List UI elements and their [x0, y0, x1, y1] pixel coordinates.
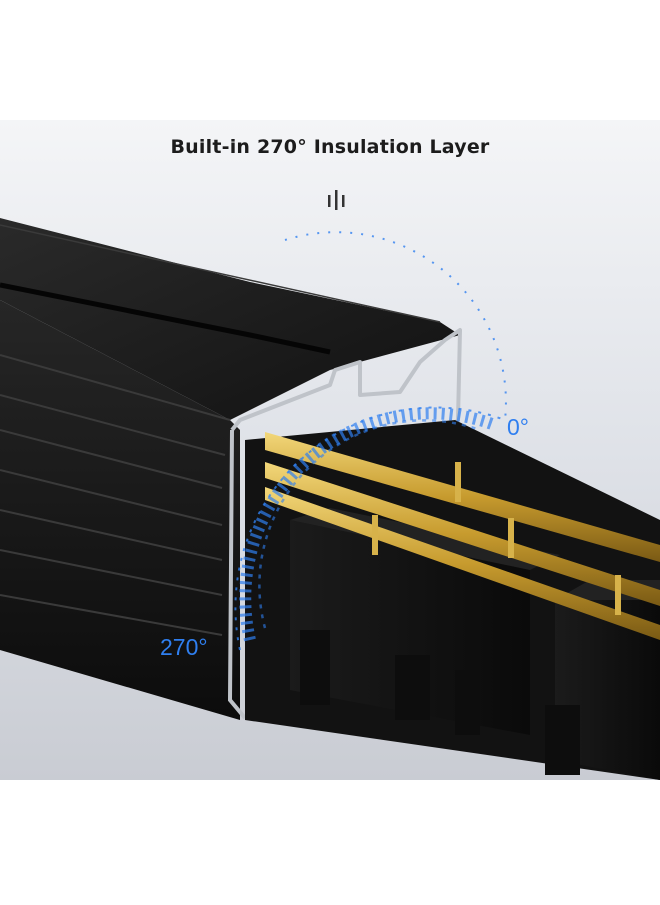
page-bottom — [0, 780, 660, 900]
angle-start-label: 0° — [507, 414, 529, 440]
rail-ribs — [0, 354, 231, 636]
rail-top-face — [0, 218, 460, 420]
connector-block-1 — [290, 508, 560, 735]
angle-end-label: 270° — [160, 634, 208, 660]
signal-tick-icon — [328, 190, 345, 210]
connector-block-2 — [545, 580, 660, 780]
rail-profile-edge-left — [227, 429, 247, 720]
headline: Built-in 270° Insulation Layer — [170, 136, 490, 158]
conductor-bars — [265, 432, 660, 640]
insulation-arc-icon — [234, 231, 507, 651]
